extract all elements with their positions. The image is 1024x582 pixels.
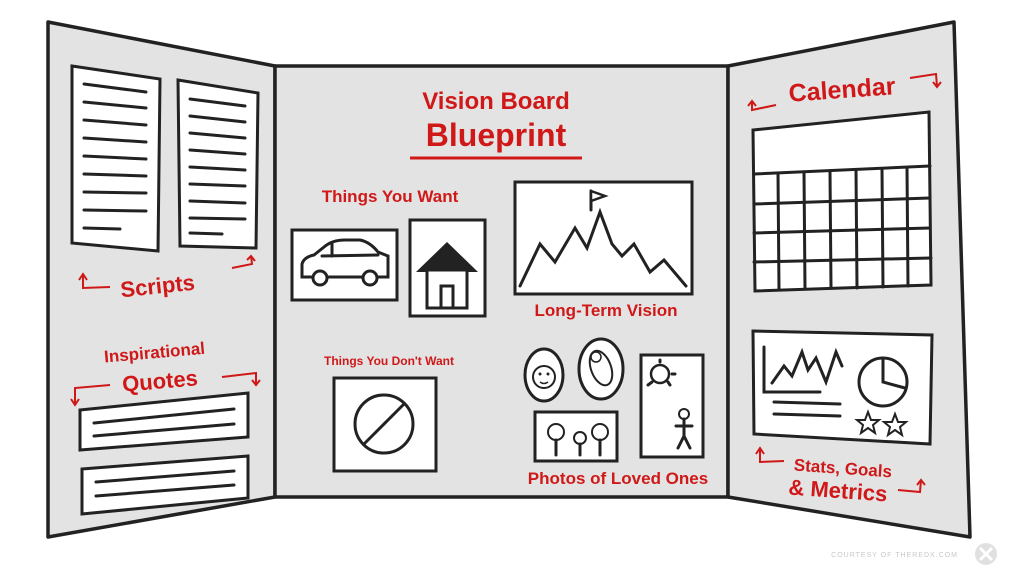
calendar-grid (751, 110, 933, 293)
house-picture (408, 218, 487, 318)
credit-text: COURTESY OF THEREDX.COM (831, 552, 958, 559)
script-document-1 (70, 64, 162, 253)
quote-box-2 (80, 454, 250, 516)
stick-figure-sun-photo (639, 353, 705, 459)
mountain-picture (513, 180, 694, 296)
baby-photo (577, 337, 625, 401)
stats-board (751, 329, 934, 446)
title-line1: Vision Board (422, 88, 570, 115)
quote-box-1 (78, 391, 250, 452)
family-photo (533, 410, 619, 463)
script-document-2 (176, 78, 260, 250)
redx-logo-icon (975, 543, 997, 565)
loved-ones-label: Photos of Loved Ones (528, 469, 708, 488)
things-want-label: Things You Want (322, 187, 459, 206)
car-picture (290, 228, 399, 302)
lion-photo (523, 347, 565, 403)
title-line2: Blueprint (426, 117, 567, 153)
things-dont-want-label: Things You Don't Want (324, 354, 454, 368)
long-term-label: Long-Term Vision (535, 301, 678, 320)
no-symbol-picture (332, 376, 438, 473)
